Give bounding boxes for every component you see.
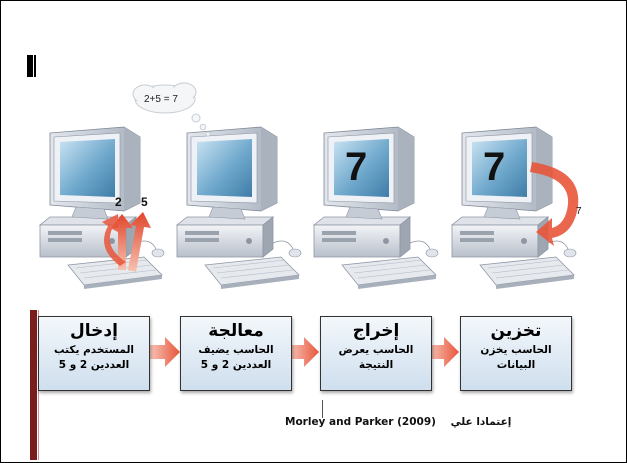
- flow-arrow-1: [142, 337, 180, 367]
- step-output-box: إخراج الحاسب يعرض النتيجة: [320, 316, 432, 391]
- storage-side-digit: 7: [576, 206, 582, 217]
- flow-arrow-2: [282, 337, 319, 367]
- computer-processing: 2+5 = 7: [132, 82, 302, 290]
- step-processing-box: معالجة الحاسب يضيف العددين 2 و 5: [180, 316, 292, 391]
- step-output-desc: الحاسب يعرض النتيجة: [338, 344, 414, 371]
- flow-arrow-3: [421, 337, 459, 367]
- step-processing-title: معالجة: [208, 321, 264, 341]
- citation-prefix: إعتمادا علي: [450, 416, 512, 428]
- step-storage-desc: الحاسب يخزن البيانات: [480, 344, 552, 371]
- input-digit-left: 2: [115, 195, 122, 209]
- storage-curved-arrow: [530, 162, 579, 246]
- citation-leader-line: [322, 400, 323, 418]
- left-accent-bar: [30, 310, 37, 460]
- step-storage-box: تخزين الحاسب يخزن البيانات: [460, 316, 572, 391]
- citation-source: Morley and Parker (2009): [285, 416, 436, 428]
- step-storage-title: تخزين: [490, 321, 542, 341]
- input-digit-right: 5: [141, 195, 148, 209]
- step-processing-desc: الحاسب يضيف العددين 2 و 5: [198, 344, 274, 371]
- computer-input: 2 5: [39, 126, 165, 290]
- step-input-desc: المستخدم يكتب العددين 2 و 5: [54, 344, 134, 371]
- flow-arrows: [142, 337, 459, 367]
- input-arrow-5: [128, 212, 151, 272]
- thought-bubble-text: 2+5 = 7: [144, 94, 178, 105]
- citation: Morley and Parker (2009) إعتمادا علي: [285, 416, 570, 428]
- text-cursor-marker: [27, 55, 36, 77]
- step-input-title: إدخال: [70, 321, 118, 341]
- thought-bubble: 2+5 = 7: [132, 82, 211, 137]
- computer-storage: 7 7: [451, 126, 582, 290]
- output-screen-digit: 7: [345, 145, 367, 189]
- step-input-box: إدخال المستخدم يكتب العددين 2 و 5: [38, 316, 150, 391]
- computer-output: 7: [313, 126, 439, 290]
- storage-screen-digit: 7: [483, 145, 505, 189]
- input-arrow-back: [102, 214, 126, 266]
- step-output-title: إخراج: [352, 321, 400, 341]
